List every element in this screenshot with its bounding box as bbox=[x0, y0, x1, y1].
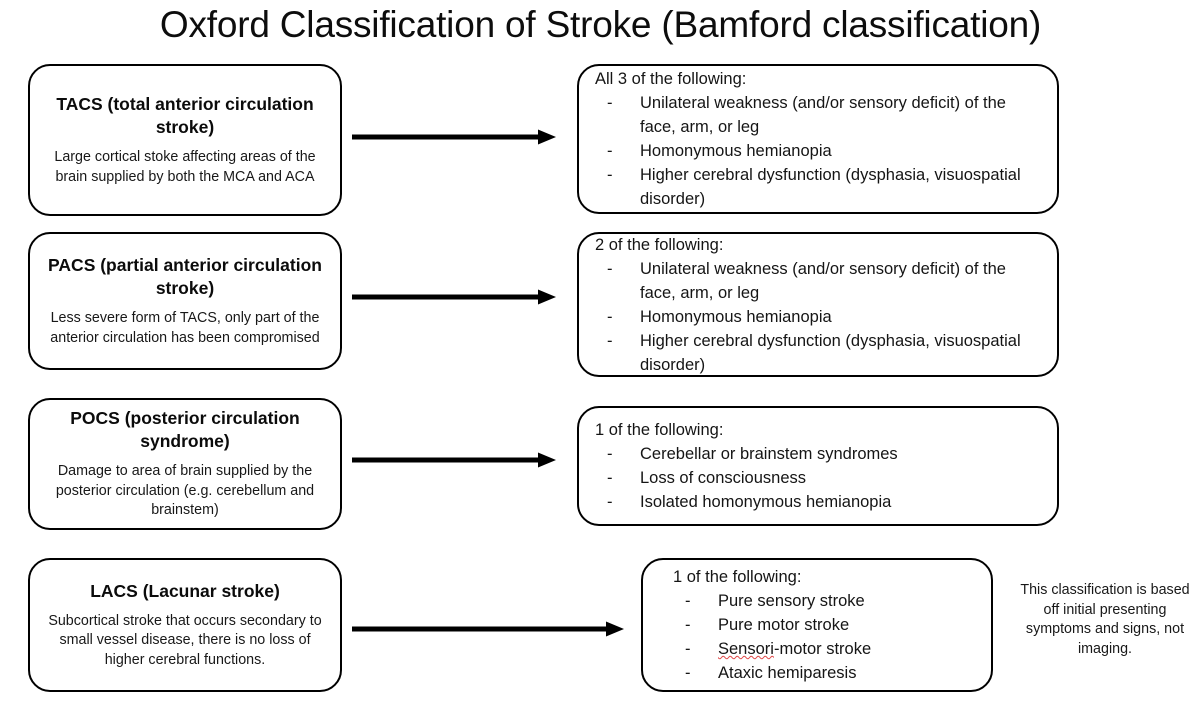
criteria-item: - Isolated homonymous hemianopia bbox=[595, 490, 1045, 514]
dash-bullet-icon: - bbox=[607, 469, 613, 487]
dash-bullet-icon: - bbox=[607, 493, 613, 511]
criteria-list: - Cerebellar or brainstem syndromes - Loss… bbox=[595, 442, 1045, 514]
stroke-type-box-pocs: POCS (posterior circulation syndrome) Da… bbox=[28, 398, 342, 530]
stroke-type-description: Less severe form of TACS, only part of t… bbox=[50, 310, 320, 346]
criteria-item-text: Unilateral weakness (and/or sensory defi… bbox=[640, 94, 1006, 136]
stroke-type-box-pacs: PACS (partial anterior circulation strok… bbox=[28, 232, 342, 370]
stroke-type-description: Large cortical stoke affecting areas of … bbox=[54, 149, 316, 185]
arrow-right-icon bbox=[352, 452, 556, 468]
arrow-tacs bbox=[350, 128, 558, 146]
dash-bullet-icon: - bbox=[607, 166, 613, 184]
stroke-type-heading: PACS (partial anterior circulation strok… bbox=[48, 255, 322, 298]
criteria-item-text: Homonymous hemianopia bbox=[640, 142, 832, 160]
classification-note: This classification is based off initial… bbox=[1020, 582, 1190, 657]
criteria-item-text: Cerebellar or brainstem syndromes bbox=[640, 445, 898, 463]
dash-bullet-icon: - bbox=[607, 307, 613, 326]
arrow-right-icon bbox=[352, 129, 556, 145]
criteria-item-text: -motor stroke bbox=[773, 640, 872, 658]
criteria-item: - Pure sensory stroke bbox=[673, 589, 979, 613]
criteria-lead: 1 of the following: bbox=[673, 568, 802, 586]
stroke-type-box-lacs: LACS (Lacunar stroke) Subcortical stroke… bbox=[28, 558, 342, 692]
page-title: Oxford Classification of Stroke (Bamford… bbox=[159, 4, 1042, 45]
criteria-item: - Ataxic hemiparesis bbox=[673, 661, 979, 685]
criteria-item-text: Homonymous hemianopia bbox=[640, 307, 832, 326]
stroke-type-description: Damage to area of brain supplied by the … bbox=[55, 463, 315, 519]
criteria-box-lacs: 1 of the following: - Pure sensory stroke… bbox=[641, 558, 993, 692]
criteria-item: - Sensori-motor stroke bbox=[673, 637, 979, 661]
criteria-item-text: Higher cerebral dysfunction (dysphasia, … bbox=[640, 166, 1021, 208]
criteria-item-text: Isolated homonymous hemianopia bbox=[640, 493, 892, 511]
arrow-pocs bbox=[350, 451, 558, 469]
criteria-lead: All 3 of the following: bbox=[595, 70, 747, 88]
dash-bullet-icon: - bbox=[685, 664, 691, 682]
dash-bullet-icon: - bbox=[607, 445, 613, 463]
criteria-item: - Homonymous hemianopia bbox=[595, 139, 1045, 163]
criteria-list: -Pure sensory stroke -Pure motor stroke … bbox=[673, 589, 979, 685]
arrow-right-icon bbox=[352, 289, 556, 305]
criteria-item: - Higher cerebral dysfunction (dysphasia,… bbox=[595, 163, 1045, 211]
criteria-lead: 2 of the following: bbox=[595, 235, 724, 254]
criteria-item: - Loss of consciousness bbox=[595, 466, 1045, 490]
stroke-type-heading: LACS (Lacunar stroke) bbox=[90, 580, 280, 601]
arrow-lacs bbox=[350, 620, 626, 638]
arrow-right-icon bbox=[352, 621, 624, 637]
dash-bullet-icon: - bbox=[607, 142, 613, 160]
criteria-lead: 1 of the following: bbox=[595, 421, 724, 439]
dash-bullet-icon: - bbox=[607, 94, 613, 112]
dash-bullet-icon: - bbox=[607, 259, 613, 278]
criteria-item: - Unilateral weakness (and/or sensory def… bbox=[595, 91, 1045, 139]
criteria-item-text: Higher cerebral dysfunction (dysphasia, … bbox=[640, 331, 1021, 374]
criteria-item: - Pure motor stroke bbox=[673, 613, 979, 637]
stroke-type-description: Subcortical stroke that occurs secondary… bbox=[48, 612, 322, 668]
stroke-type-heading: POCS (posterior circulation syndrome) bbox=[70, 408, 300, 452]
criteria-item-text: Pure motor stroke bbox=[718, 616, 850, 634]
criteria-list: - Unilateral weakness (and/or sensory def… bbox=[595, 91, 1045, 211]
criteria-item: - Homonymous hemianopia bbox=[595, 305, 1045, 329]
criteria-box-tacs: All 3 of the following: - Unilateral weak… bbox=[577, 64, 1059, 214]
dash-bullet-icon: - bbox=[685, 592, 691, 610]
criteria-item-text: Pure sensory stroke bbox=[718, 592, 865, 610]
stroke-type-box-tacs: TACS (total anterior circulation stroke)… bbox=[28, 64, 342, 216]
criteria-box-pocs: 1 of the following: - Cerebellar or brain… bbox=[577, 406, 1059, 526]
criteria-item: - Higher cerebral dysfunction (dysphasia,… bbox=[595, 329, 1030, 377]
dash-bullet-icon: - bbox=[607, 331, 613, 350]
criteria-item: - Unilateral weakness (and/or sensory def… bbox=[595, 257, 1045, 305]
dash-bullet-icon: - bbox=[685, 616, 691, 634]
stroke-type-heading: TACS (total anterior circulation stroke) bbox=[56, 94, 314, 137]
criteria-list: - Unilateral weakness (and/or sensory def… bbox=[595, 257, 1045, 377]
criteria-item: - Cerebellar or brainstem syndromes bbox=[595, 442, 1045, 466]
criteria-item-text: Loss of consciousness bbox=[640, 469, 807, 487]
arrow-pacs bbox=[350, 288, 558, 306]
criteria-item-text: Unilateral weakness (and/or sensory defi… bbox=[640, 259, 1006, 302]
criteria-box-pacs: 2 of the following: - Unilateral weakness… bbox=[577, 232, 1059, 377]
misspelled-word: Sensori bbox=[718, 640, 774, 658]
dash-bullet-icon: - bbox=[685, 640, 691, 658]
criteria-item-text: Ataxic hemiparesis bbox=[718, 664, 857, 682]
